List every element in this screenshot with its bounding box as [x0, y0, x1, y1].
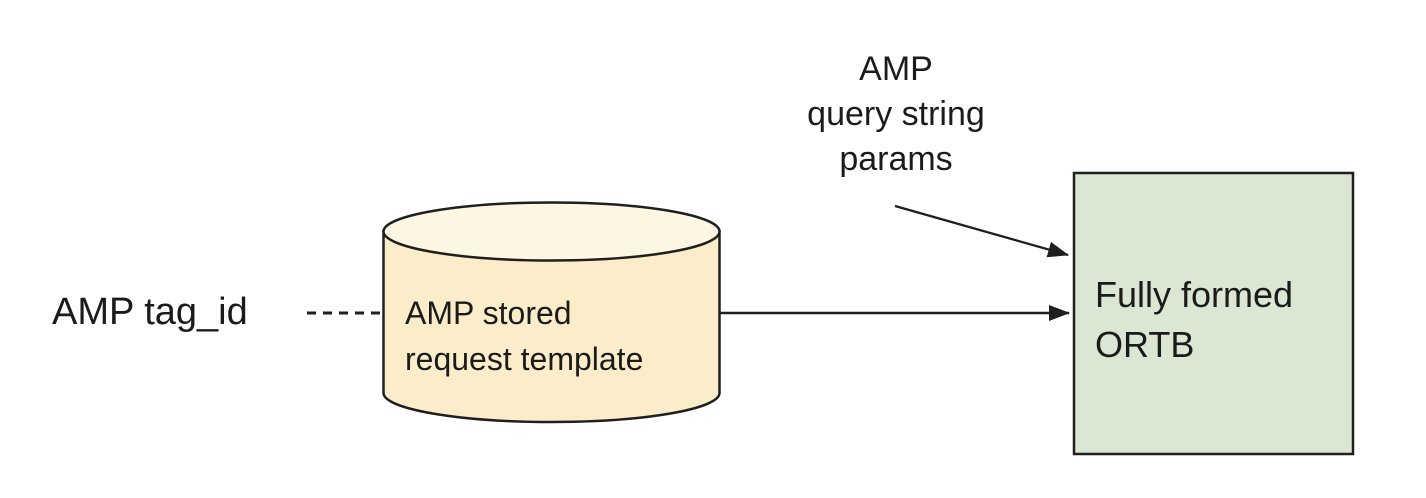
fully-formed-ortb-label: Fully formed ORTB [1095, 274, 1294, 365]
stored-request-template-label: AMP stored request template [405, 295, 644, 377]
stored-request-cylinder [382, 201, 721, 424]
cylinder-body [382, 230, 721, 424]
query-string-params-label: AMP query string params [807, 50, 985, 178]
cylinder-top-ellipse [382, 201, 721, 262]
amp-tag-id-label: AMP tag_id [52, 291, 248, 333]
queryparams-to-ortb-arrow [894, 204, 1069, 258]
ortb-box [1072, 171, 1355, 456]
